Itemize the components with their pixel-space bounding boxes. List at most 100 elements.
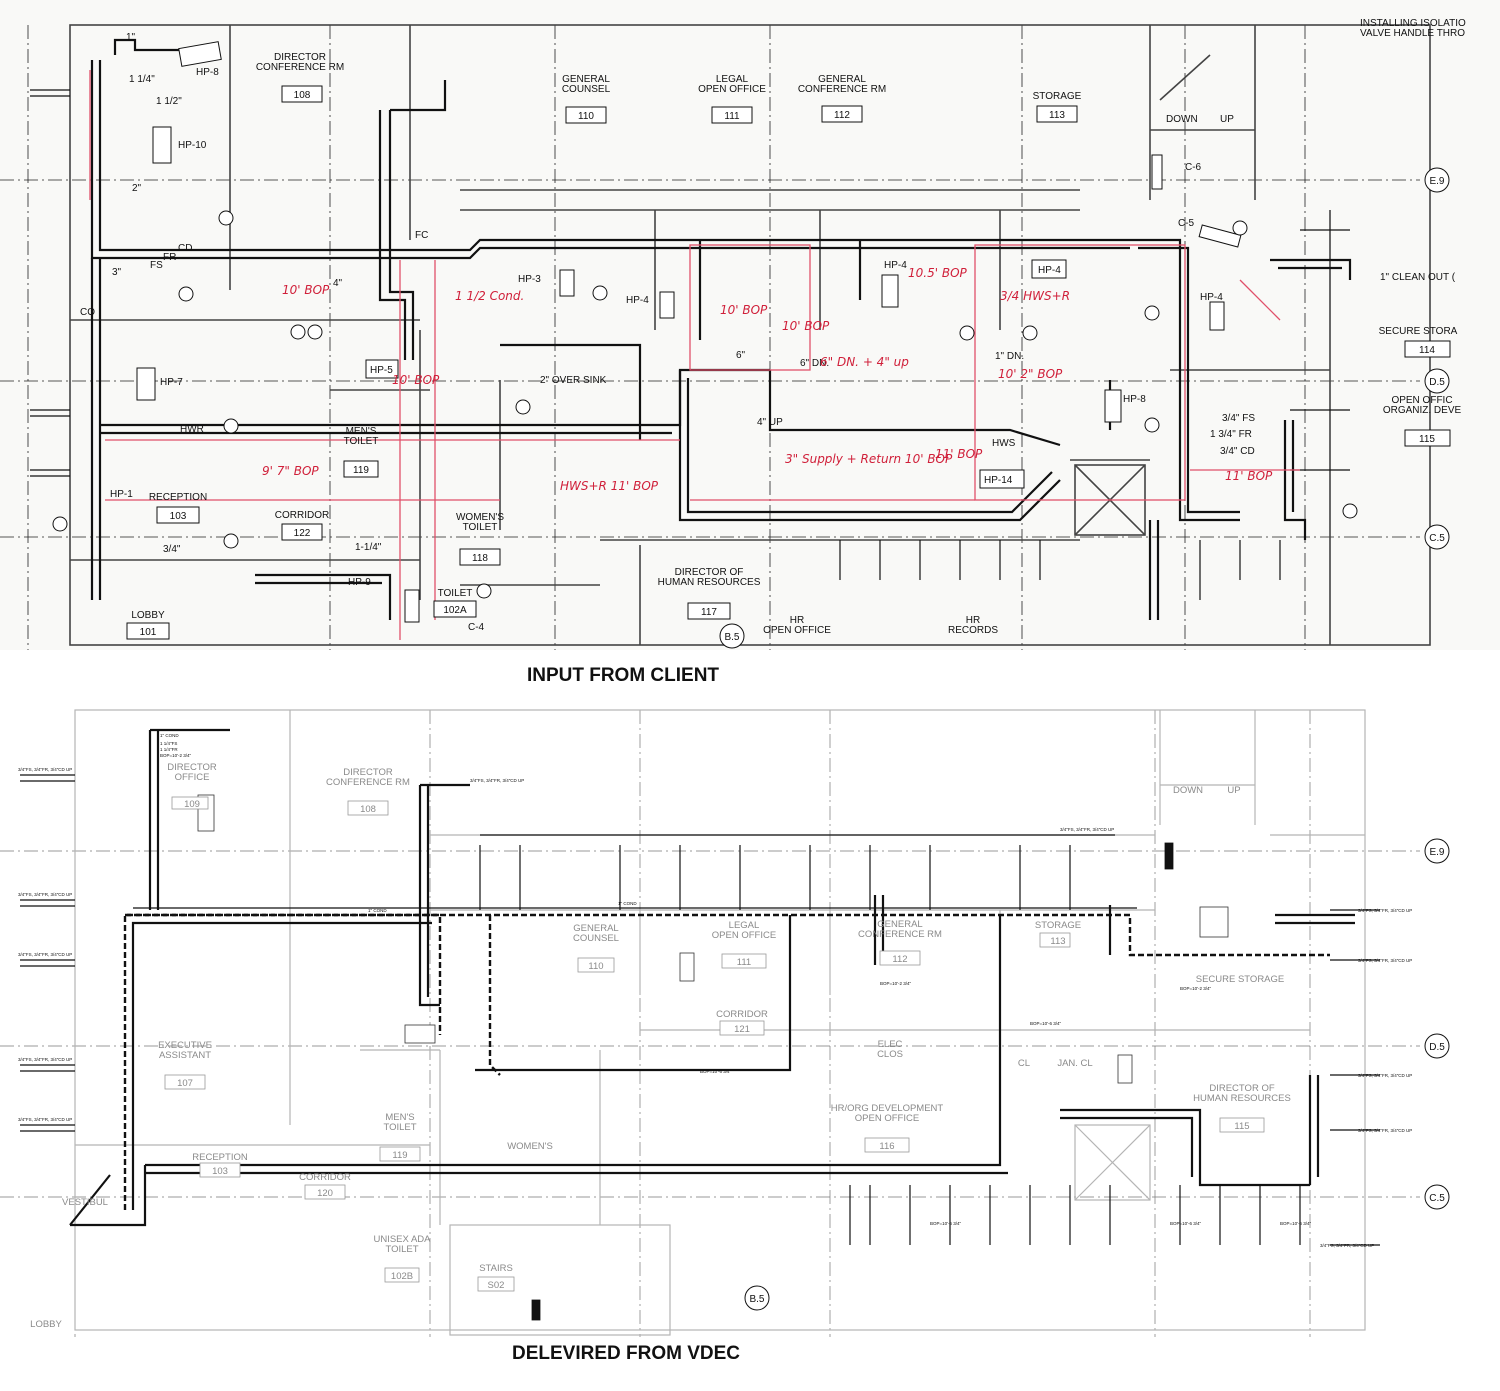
svg-text:107: 107 [177,1078,193,1089]
svg-text:CORRIDOR: CORRIDOR [299,1172,351,1183]
room-name-101: LOBBY [131,610,165,621]
equip-hp-4-b: HP-4 [884,260,907,271]
equip-c-6: C-6 [1185,162,1202,173]
equip-c-4: C-4 [468,622,485,633]
equipment-labels: HP-8 HP-10 HP-7 HP-5 HP-1 HP-9 HP-3 HP-4… [110,67,1223,633]
room-number-122: 122 [294,528,311,539]
svg-text:2" OVER SINK: 2" OVER SINK [540,375,607,386]
room-number-118: 118 [472,553,488,564]
svg-text:109: 109 [184,799,200,810]
svg-text:10' BOP: 10' BOP [282,283,330,297]
svg-text:3/4"FS, 3/4"FR, 3/4"CD UP: 3/4"FS, 3/4"FR, 3/4"CD UP [1358,958,1412,963]
svg-text:10.5' BOP: 10.5' BOP [908,266,968,280]
pipe-labels: 1" 1 1/4" 1 1/2" 2" 3" 4" 6" 3/4" 1-1/4"… [80,32,1255,555]
equip-hp-14: HP-14 [984,475,1013,486]
svg-text:STAIRS: STAIRS [479,1263,513,1274]
svg-text:2": 2" [132,183,142,194]
room-name-102a: TOILET [438,588,473,599]
svg-text:10' BOP: 10' BOP [782,319,830,333]
svg-text:CD: CD [178,243,192,254]
pipe-tags: 3/4"FS, 3/4"FR, 3/4"CD UP 3/4"FS, 3/4"FR… [18,733,1412,1248]
svg-text:108: 108 [360,804,376,815]
svg-text:10' BOP: 10' BOP [392,373,440,387]
svg-text:C.5: C.5 [1429,1193,1445,1204]
svg-text:10' BOP: 10' BOP [720,303,768,317]
svg-text:1 3/4" FR: 1 3/4" FR [1210,429,1252,440]
grid-lines [0,710,1420,1337]
svg-text:BOP=10'-6 3/4": BOP=10'-6 3/4" [700,1069,732,1074]
svg-text:6": 6" [736,350,746,361]
svg-text:SECURE STORAGE: SECURE STORAGE [1196,974,1285,985]
equip-hp-8-b: HP-8 [1123,394,1146,405]
svg-text:4" UP: 4" UP [757,417,783,428]
svg-text:FC: FC [415,230,428,241]
grid-bubbles [744,838,1450,1311]
svg-text:BOP=10'-6 3/4": BOP=10'-6 3/4" [1030,1021,1062,1026]
piping [20,728,1380,1246]
redline-markup [89,70,1300,640]
svg-text:10' 2" BOP: 10' 2" BOP [998,367,1063,381]
grid-bubble-labels: E.9 D.5 C.5 B.5 [749,847,1445,1305]
svg-text:3/4": 3/4" [163,544,181,555]
svg-text:3/4"FS, 3/4"FR, 3/4"CD UP: 3/4"FS, 3/4"FR, 3/4"CD UP [1320,1243,1374,1248]
thermostat-symbols [52,210,1358,599]
svg-text:9' 7" BOP: 9' 7" BOP [262,464,319,478]
svg-text:3/4"FS, 3/4"FR, 3/4"CD UP: 3/4"FS, 3/4"FR, 3/4"CD UP [18,1057,72,1062]
svg-text:FS: FS [150,260,163,271]
svg-text:1 1/4"FS: 1 1/4"FS [160,741,177,746]
room-number-110: 110 [578,111,594,122]
room-number-103: 103 [170,511,187,522]
caption-delivered-from-vdec: DELEVIRED FROM VDEC [511,1343,741,1364]
svg-text:1" COND: 1" COND [368,908,387,913]
svg-text:BOP=10'-2 3/4": BOP=10'-2 3/4" [160,753,192,758]
room-name-103: RECEPTION [149,492,207,503]
svg-text:CO: CO [80,307,95,318]
room-number-114: 114 [1419,345,1435,356]
grid-bubbles [719,167,1450,649]
svg-text:LOBBY: LOBBY [30,1319,62,1330]
svg-text:116: 116 [879,1141,894,1152]
equip-c-5: C-5 [1178,218,1195,229]
svg-text:3" Supply + Return 10' BOP: 3" Supply + Return 10' BOP [785,452,953,466]
room-number-115: 115 [1419,434,1435,445]
svg-text:1-1/4": 1-1/4" [355,542,382,553]
grid-b5: B.5 [724,632,739,643]
svg-text:BOP=10'-6 3/4": BOP=10'-6 3/4" [1280,1221,1312,1226]
room-name-113: STORAGE [1033,91,1082,102]
svg-text:BOP=10'-2 3/4": BOP=10'-2 3/4" [1180,986,1212,991]
svg-text:120: 120 [317,1188,333,1199]
redline-notes: 10' BOP 10' BOP 10.5' BOP 3/4 HWS+R 1 1/… [262,266,1273,493]
svg-text:3": 3" [112,267,122,278]
svg-text:1 1/2 Cond.: 1 1/2 Cond. [455,289,524,303]
svg-text:WOMEN'S: WOMEN'S [507,1141,553,1152]
equip-hp-10: HP-10 [178,140,207,151]
stair-label-down: DOWN [1173,785,1203,796]
svg-text:6" DN.: 6" DN. [800,358,829,369]
svg-text:3/4"FS, 3/4"FR, 3/4"CD UP: 3/4"FS, 3/4"FR, 3/4"CD UP [18,767,72,772]
svg-text:3/4"FS, 3/4"FR, 3/4"CD UP: 3/4"FS, 3/4"FR, 3/4"CD UP [470,778,524,783]
svg-text:6" DN. + 4" up: 6" DN. + 4" up [820,355,909,369]
svg-text:111: 111 [737,957,751,968]
equip-hp-9: HP-9 [348,577,371,588]
room-number-boxes [126,85,1451,640]
room-name-114: SECURE STORA [1379,326,1458,337]
equip-hp-4-d: HP-4 [1200,292,1223,303]
svg-text:11' BOP: 11' BOP [935,447,983,461]
room-number-119: 119 [353,465,369,476]
svg-text:BOP=10'-2 3/4": BOP=10'-2 3/4" [880,981,912,986]
